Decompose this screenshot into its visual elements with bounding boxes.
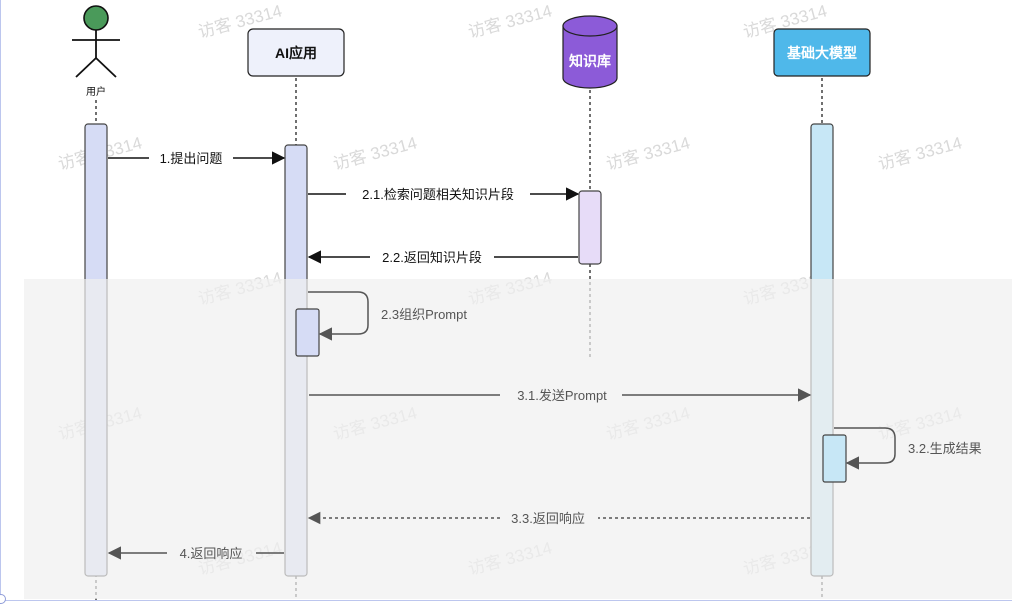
message-3-2-loop — [834, 427, 896, 470]
message-4-label: 4.返回响应 — [180, 546, 243, 561]
app-self-activation[interactable] — [295, 308, 320, 357]
message-3-3-label: 3.3.返回响应 — [511, 511, 585, 526]
watermark-text: 访客 33314 — [466, 1, 554, 42]
kb-activation-bar[interactable] — [578, 190, 602, 265]
actor-right-leg — [95, 57, 117, 78]
participant-app-box — [247, 28, 345, 77]
canvas-bottom-border — [0, 600, 1012, 601]
participant-kb[interactable]: 知识库 — [562, 15, 618, 89]
message-3-2[interactable]: 3.2.生成结果 — [834, 427, 982, 470]
message-3-1[interactable]: 3.1.发送Prompt — [309, 388, 812, 403]
participant-kb-label: 知识库 — [569, 53, 611, 69]
message-2-2[interactable]: 2.2.返回知识片段 — [307, 250, 578, 265]
message-3-2-label: 3.2.生成结果 — [908, 441, 982, 456]
canvas-left-border — [0, 0, 1, 604]
kb-cylinder-top — [562, 15, 618, 37]
message-2-1[interactable]: 2.1.检索问题相关知识片段 — [308, 187, 580, 202]
participant-llm-label: 基础大模型 — [787, 45, 857, 61]
message-1-label: 1.提出问题 — [160, 151, 223, 166]
kb-cylinder-body — [562, 25, 618, 89]
message-2-3[interactable]: 2.3组织Prompt — [308, 291, 467, 341]
llm-self-activation[interactable] — [822, 434, 847, 483]
message-2-3-label: 2.3组织Prompt — [381, 307, 467, 322]
message-2-3-loop — [308, 291, 369, 341]
participant-llm[interactable]: 基础大模型 — [773, 28, 871, 77]
message-2-2-label: 2.2.返回知识片段 — [382, 250, 482, 265]
message-3-1-label: 3.1.发送Prompt — [517, 388, 607, 403]
actor-left-leg — [75, 57, 97, 78]
participant-user[interactable]: 用户 — [72, 5, 120, 98]
watermark-text: 访客 33314 — [876, 133, 964, 174]
participant-app[interactable]: AI应用 — [247, 28, 345, 77]
participant-user-label: 用户 — [86, 85, 106, 98]
message-2-1-label: 2.1.检索问题相关知识片段 — [362, 187, 514, 202]
message-1[interactable]: 1.提出问题 — [108, 151, 286, 166]
message-4[interactable]: 4.返回响应 — [107, 546, 284, 561]
participant-llm-box — [773, 28, 871, 77]
message-3-3[interactable]: 3.3.返回响应 — [307, 511, 810, 526]
watermark-text: 访客 33314 — [604, 133, 692, 174]
watermark-text: 访客 33314 — [331, 133, 419, 174]
actor-head — [83, 5, 109, 31]
participant-app-label: AI应用 — [275, 45, 317, 61]
highlight-band — [24, 279, 1012, 599]
